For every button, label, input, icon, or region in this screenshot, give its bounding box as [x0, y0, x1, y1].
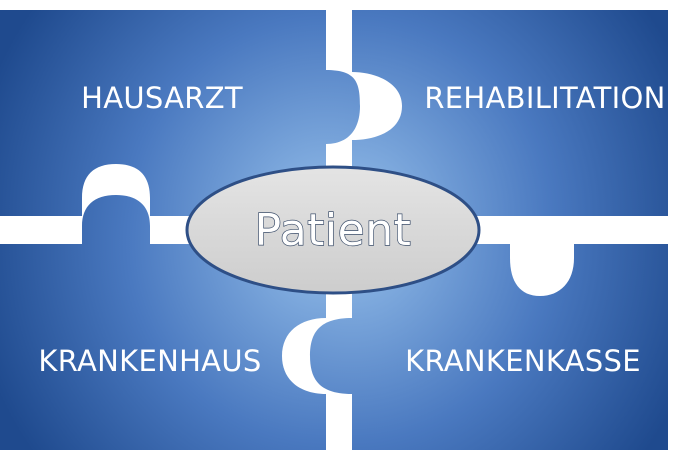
label-rehabilitation: REHABILITATION	[424, 81, 665, 115]
label-krankenkasse: KRANKENKASSE	[405, 344, 641, 378]
center-label: Patient	[255, 205, 412, 256]
label-hausarzt: HAUSARZT	[81, 81, 243, 115]
label-krankenhaus: KRANKENHAUS	[38, 344, 261, 378]
puzzle-piece-top-left	[0, 10, 360, 216]
puzzle-piece-bottom-right	[310, 244, 668, 450]
center-oval: Patient	[185, 165, 481, 295]
puzzle-piece-top-right	[352, 10, 668, 216]
